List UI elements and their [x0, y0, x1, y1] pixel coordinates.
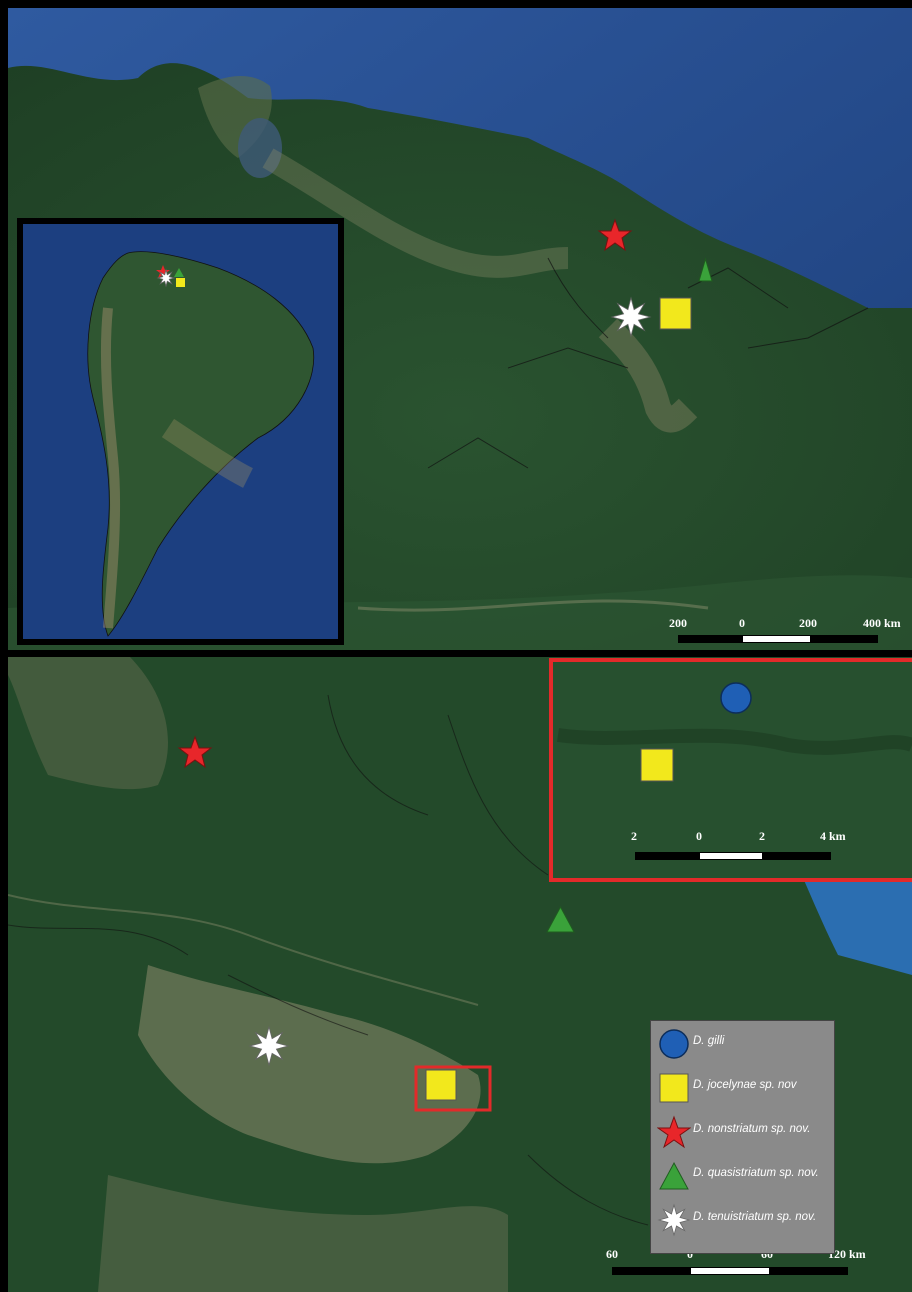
- amazon-river: [357, 599, 709, 612]
- marker-tenuistriatum-local: [248, 1025, 290, 1067]
- marker-nonstriatum-local: [177, 735, 213, 769]
- marker-jocelynae-local: [425, 1069, 457, 1101]
- south-america-inset: [17, 218, 344, 645]
- red-star-icon: [657, 1115, 691, 1149]
- top-scale-label-0: 200: [669, 616, 687, 630]
- bottom-scale-label-3: 120 km: [828, 1247, 866, 1261]
- marker-quasistriatum-local: [546, 905, 575, 933]
- legend-item-nonstriatum: D. nonstriatum sp. nov.: [651, 1113, 834, 1153]
- legend-label: D. tenuistriatum sp. nov.: [693, 1211, 817, 1223]
- marker-tenuistriatum: [610, 296, 652, 338]
- detail-scale-label-2: 2: [759, 829, 765, 843]
- bottom-scale-bar: 60 0 60 120 km: [606, 1247, 866, 1275]
- chaco-region: [161, 418, 254, 488]
- legend-item-gilli: D. gilli: [651, 1025, 834, 1065]
- river-line: [8, 894, 479, 1006]
- yellow-square-icon: [659, 1073, 689, 1103]
- legend-label: D. gilli: [693, 1035, 725, 1047]
- bottom-scale-label-0: 60: [606, 1247, 618, 1261]
- savanna-northwest: [8, 655, 168, 790]
- top-scale-bar: 200 0 200 400 km: [669, 616, 901, 643]
- detail-marker-gilli: [720, 682, 752, 714]
- legend-label: D. quasistriatum sp. nov.: [693, 1167, 819, 1179]
- country-borders: [427, 257, 869, 469]
- legend: D. gilli D. jocelynae sp. nov D. nonstri…: [650, 1020, 835, 1254]
- inset-marker-tenuistriatum: [156, 268, 176, 288]
- detail-marker-jocelynae: [640, 748, 674, 782]
- south-america-landmass: [87, 251, 315, 637]
- inset-marker-quasistriatum: [174, 268, 184, 277]
- tepui-region: [98, 1175, 508, 1292]
- frame-border-top: [0, 0, 912, 8]
- detail-scale-label-3: 4 km: [820, 829, 846, 843]
- inset-marker-jocelynae: [176, 278, 185, 287]
- gran-sabana-region: [138, 965, 481, 1164]
- top-scale-label-3: 400 km: [863, 616, 901, 630]
- legend-label: D. jocelynae sp. nov: [693, 1079, 797, 1091]
- legend-item-jocelynae: D. jocelynae sp. nov: [651, 1069, 834, 1109]
- green-triangle-icon: [659, 1161, 689, 1190]
- savanna-region: [598, 318, 698, 433]
- detail-scale-label-0: 2: [631, 829, 637, 843]
- marker-jocelynae: [659, 297, 692, 330]
- detail-inset: 2 0 2 4 km: [549, 658, 912, 882]
- bottom-scale-label-1: 0: [687, 1247, 693, 1261]
- panel-divider: [0, 650, 912, 657]
- borders-rivers: [8, 694, 649, 1226]
- legend-label: D. nonstriatum sp. nov.: [693, 1123, 811, 1135]
- legend-item-quasistriatum: D. quasistriatum sp. nov.: [651, 1157, 834, 1197]
- blue-circle-icon: [659, 1029, 689, 1059]
- lake-maracaibo: [238, 118, 282, 178]
- regional-map-panel: 200 0 200 400 km: [8, 8, 912, 653]
- detail-scale-label-1: 0: [696, 829, 702, 843]
- andes-range: [100, 307, 121, 629]
- marker-nonstriatum: [597, 218, 633, 252]
- inset-extent-box: [414, 1065, 492, 1112]
- top-scale-label-1: 0: [739, 616, 745, 630]
- frame-border-left: [0, 0, 8, 1292]
- legend-item-tenuistriatum: D. tenuistriatum sp. nov.: [651, 1201, 834, 1241]
- marker-quasistriatum: [698, 257, 713, 282]
- top-scale-label-2: 200: [799, 616, 817, 630]
- regional-map: 200 0 200 400 km: [8, 8, 912, 653]
- llanos-region: [262, 148, 569, 278]
- white-burst-icon: [657, 1203, 691, 1237]
